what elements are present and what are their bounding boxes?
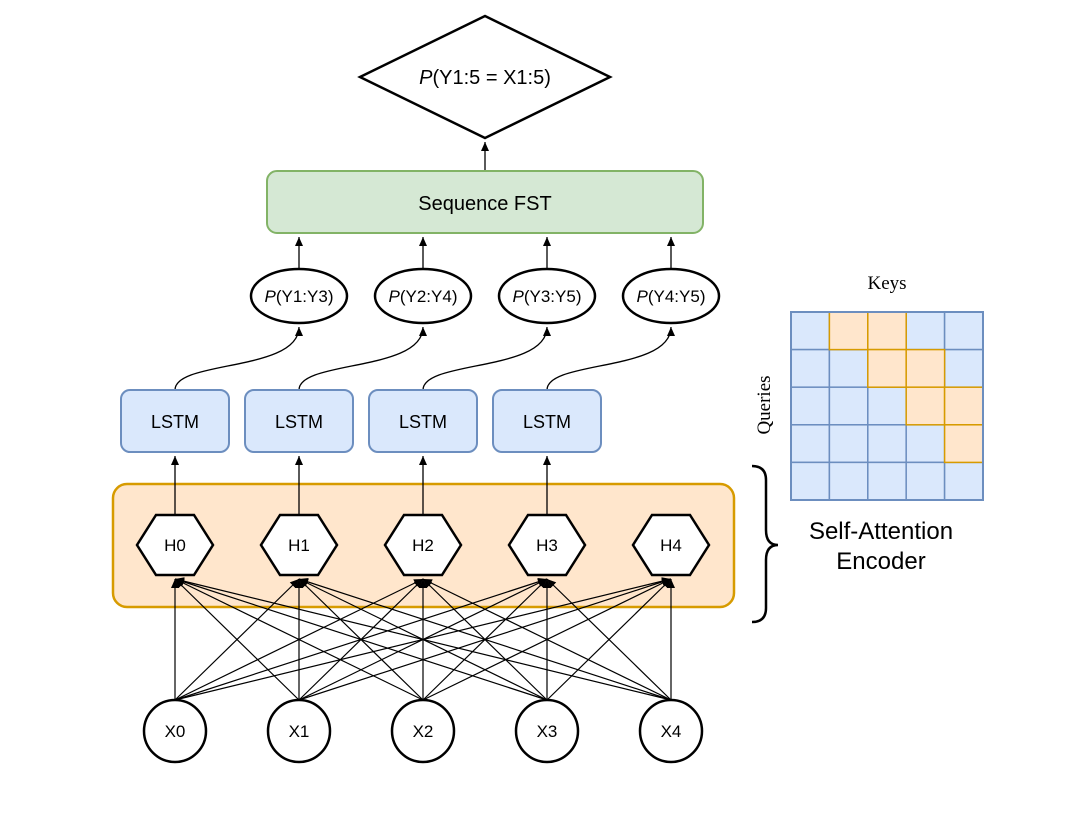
attention-cell-r0-c3 [905,311,946,351]
hidden-node-h1: H1 [259,513,339,577]
attention-cell-r1-c1 [828,348,869,388]
attention-cell-r3-c4-attended [943,424,984,464]
svg-text:H0: H0 [164,536,186,555]
prob-to-fst-arrows [295,237,675,268]
input-node-x2: X2 [390,698,456,764]
attention-cell-r1-c3-attended [905,348,946,388]
svg-text:P(Y4:Y5): P(Y4:Y5) [637,287,706,306]
attention-edge-x4-h3 [546,578,672,701]
lstm-box-2: LSTM [368,389,478,453]
lstm-box-3: LSTM [492,389,602,453]
svg-text:X3: X3 [537,722,558,741]
svg-text:P(Y2:Y4): P(Y2:Y4) [389,287,458,306]
attention-cell-r2-c1 [828,386,869,426]
input-node-x4: X4 [638,698,704,764]
attention-cell-r1-c4 [943,348,984,388]
attention-cell-r4-c0 [790,461,831,501]
prob-node-3: P(Y4:Y5) [621,267,721,325]
attention-cell-r0-c1-attended [828,311,869,351]
hidden-node-h4: H4 [631,513,711,577]
svg-text:LSTM: LSTM [523,412,571,432]
attention-cell-r3-c0 [790,424,831,464]
svg-text:H3: H3 [536,536,558,555]
attention-cell-r0-c0 [790,311,831,351]
attention-matrix-border [790,311,984,501]
attention-cell-r0-c2-attended [867,311,907,351]
lstm-box-0: LSTM [120,389,230,453]
svg-text:X0: X0 [165,722,186,741]
svg-text:LSTM: LSTM [399,412,447,432]
attention-cell-r1-c0 [790,348,831,388]
prob-node-1: P(Y2:Y4) [373,267,473,325]
input-node-x3: X3 [514,698,580,764]
attention-edge-x3-h0 [174,577,548,701]
attention-cell-r3-c3 [905,424,946,464]
attention-cell-r2-c0 [790,386,831,426]
attention-edge-x1-h0 [174,578,300,701]
attention-edge-x4-h2 [422,578,672,701]
attention-edge-x4-h0 [174,577,672,701]
svg-text:X4: X4 [661,722,682,741]
prob-node-0: P(Y1:Y3) [249,267,349,325]
svg-text:X2: X2 [413,722,434,741]
keys-label: Keys [867,273,906,294]
attention-cell-r3-c1 [828,424,869,464]
svg-text:H4: H4 [660,536,682,555]
svg-text:P(Y3:Y5): P(Y3:Y5) [513,287,582,306]
attention-cell-r2-c3-attended [905,386,946,426]
encoder-caption-line2: Encoder [836,548,925,575]
attention-cell-r0-c4 [943,311,984,351]
svg-text:LSTM: LSTM [151,412,199,432]
queries-label: Queries [754,375,775,434]
attention-cell-r4-c1 [828,461,869,501]
hidden-node-h2: H2 [383,513,463,577]
svg-text:P(Y1:Y3): P(Y1:Y3) [265,287,334,306]
attention-edges [171,577,675,701]
prob-node-2: P(Y3:Y5) [497,267,597,325]
hidden-node-h0: H0 [135,513,215,577]
svg-text:X1: X1 [289,722,310,741]
output-p-symbol: P [419,67,433,89]
input-node-x0: X0 [142,698,208,764]
attention-cell-r4-c3 [905,461,946,501]
svg-text:H2: H2 [412,536,434,555]
svg-text:P(Y1:5 = X1:5): P(Y1:5 = X1:5) [419,67,551,89]
input-node-x1: X1 [266,698,332,764]
lstm-box-1: LSTM [244,389,354,453]
attention-edge-x4-h1 [298,577,672,701]
svg-text:LSTM: LSTM [275,412,323,432]
attention-cell-r2-c4-attended [943,386,984,426]
lstm-to-prob-arrows [174,326,675,391]
sequence-fst-label: Sequence FST [418,193,551,215]
output-probability-node: P(Y1:5 = X1:5) [357,14,613,140]
attention-cell-r2-c2 [867,386,907,426]
attention-edge-x2-h0 [174,578,424,701]
encoder-brace [751,464,779,624]
hidden-node-h3: H3 [507,513,587,577]
attention-matrix [790,311,984,501]
sequence-fst-box: Sequence FST [266,170,704,234]
attention-cell-r4-c4 [943,461,984,501]
attention-cell-r4-c2 [867,461,907,501]
attention-cell-r3-c2 [867,424,907,464]
output-expression: (Y1:5 = X1:5) [432,67,550,89]
encoder-caption-line1: Self-Attention [809,518,953,545]
hidden-to-lstm-arrows [171,456,551,514]
attention-cell-r1-c2-attended [867,348,907,388]
svg-text:H1: H1 [288,536,310,555]
